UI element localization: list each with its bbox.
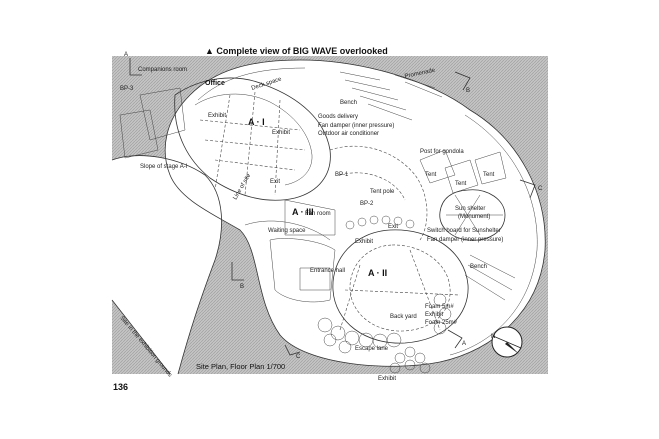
building-outline [119, 59, 546, 374]
label-exhibit-5: Exhibit [378, 376, 396, 382]
label-sun-shelter: Sun shelter [455, 206, 485, 212]
section-c-right: C [538, 186, 543, 192]
hatched-ground [111, 56, 548, 375]
section-b-bottom: B [240, 284, 244, 290]
plan-caption: Site Plan, Floor Plan 1/700 [196, 362, 285, 371]
label-exhibit-2: Exhibit [272, 130, 290, 136]
label-bp3: BP-3 [120, 86, 134, 92]
label-bp2: BP-2 [360, 201, 374, 207]
label-foam-2: Foam 25m# [425, 320, 458, 326]
label-back-yard: Back yard [390, 314, 417, 320]
label-fan-damper-inner: Fan damper (inner pressure) [318, 123, 394, 129]
label-tent-1: Tent [425, 172, 437, 178]
label-monument: (Monument) [458, 214, 490, 220]
label-fan-room: Fan room [305, 211, 331, 217]
label-waiting-space: Waiting space [268, 228, 306, 234]
section-markers [129, 58, 536, 356]
label-foam-1: Foam 5m# [425, 304, 454, 310]
label-post-gondola: Post for gondola [420, 149, 464, 155]
label-bench-2: Bench [470, 264, 487, 270]
section-c-bottom: C [296, 354, 301, 360]
label-goods-delivery: Goods delivery [318, 114, 358, 120]
label-exhibit-3: Exhibit [355, 239, 373, 245]
label-tent-2: Tent [455, 181, 467, 187]
label-fan-damper-inner-2: Fan damper (inner pressure) [427, 237, 503, 243]
label-tent-3: Tent [483, 172, 495, 178]
label-exit-2: Exit [388, 224, 398, 230]
label-companions-room: Companions room [138, 67, 187, 73]
label-slope-stage: Slope of stage A-I [140, 164, 188, 170]
label-exhibit-4: Exhibit [425, 312, 443, 318]
section-a-top: A [124, 52, 128, 58]
page-number: 136 [113, 382, 128, 392]
label-office: Office [205, 80, 225, 87]
label-switch-sunshelter: Switch board for Sunshelter [427, 228, 501, 234]
section-a-bottom: A [462, 341, 466, 347]
header-title: ▲ Complete view of BIG WAVE overlooked [205, 46, 388, 56]
label-a3: A · III [292, 207, 314, 217]
label-north: N [491, 334, 495, 340]
label-outdoor-air: Outdoor air conditioner [318, 131, 379, 137]
label-a2: A · II [368, 268, 387, 278]
label-escape-lane: Escape lane [355, 346, 389, 352]
section-b-top: B [466, 88, 470, 94]
label-bench-1: Bench [340, 100, 357, 106]
label-exit-1: Exit [270, 179, 280, 185]
north-arrow-icon [491, 326, 523, 358]
label-a1: A · I [248, 117, 265, 127]
label-deck-space: Deck space [251, 76, 283, 92]
label-exhibit-1: Exhibit [208, 113, 226, 119]
label-entrance-hall: Entrance hall [310, 268, 345, 274]
label-bp1: BP-1 [335, 172, 349, 178]
label-tent-pole: Tent pole [370, 189, 395, 195]
